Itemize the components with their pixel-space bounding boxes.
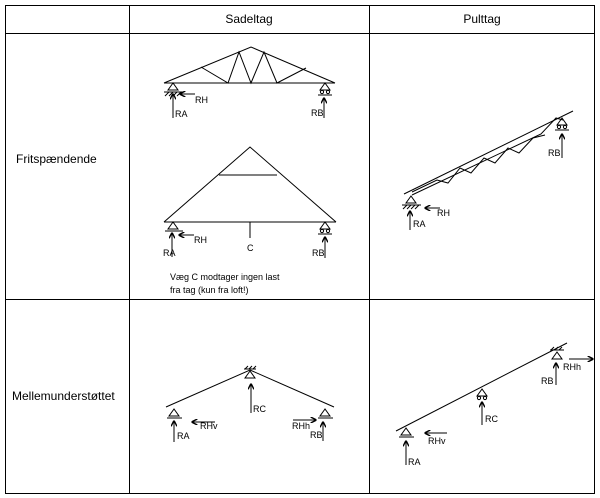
column-header-sadeltag: Sadeltag <box>225 12 272 26</box>
label-rhh-mono: RHh <box>563 362 581 372</box>
label-ra-mono: RA <box>413 219 426 229</box>
note-line-2: fra tag (kun fra loft!) <box>170 285 249 295</box>
label-ra-mono-supported: RA <box>408 457 421 467</box>
label-rh-bottom: RH <box>194 235 207 245</box>
row-header-mellemunderstottet: Mellemunderstøttet <box>12 389 115 403</box>
note-line-1: Væg C modtager ingen last <box>170 272 280 282</box>
monopitch-truss <box>404 111 573 195</box>
label-ra-top: RA <box>175 109 188 119</box>
label-ra-bottom: RA <box>163 248 176 258</box>
saddle-truss-top <box>164 47 335 83</box>
label-ra-saddle: RA <box>177 431 190 441</box>
label-rb-mono-supported: RB <box>541 376 554 386</box>
force-arrows-bottom <box>172 233 325 258</box>
support-rb-saddle <box>318 409 333 418</box>
label-rb-saddle: RB <box>310 430 323 440</box>
saddle-roof-bottom <box>164 147 336 238</box>
label-wall-c: C <box>247 243 254 253</box>
row-header-fritspaendende: Fritspændende <box>16 152 97 166</box>
label-rb-bottom: RB <box>312 248 325 258</box>
support-ra-mono <box>399 428 414 437</box>
roller-support-right-top <box>318 83 332 95</box>
pinned-support-left-mono <box>402 196 421 209</box>
force-arrows-mono-supported <box>406 359 593 465</box>
roller-support-right-bottom <box>318 222 332 234</box>
table-grid <box>6 6 595 494</box>
support-rb-mono <box>550 347 564 359</box>
monopitch-rafter-supported <box>396 343 567 431</box>
pinned-support-left-bottom <box>165 222 183 231</box>
label-rb-top: RB <box>311 108 324 118</box>
column-header-pulttag: Pulttag <box>463 12 500 26</box>
label-rc-mono: RC <box>485 414 498 424</box>
label-rc-saddle: RC <box>253 404 266 414</box>
label-rhv-mono: RHv <box>428 436 446 446</box>
label-rh-mono: RH <box>437 208 450 218</box>
support-rc-mono <box>477 389 487 400</box>
force-arrows-saddle-supported <box>174 384 323 442</box>
force-arrows-top <box>173 94 324 118</box>
label-rhh-saddle: RHh <box>292 421 310 431</box>
label-rb-mono: RB <box>548 148 561 158</box>
saddle-rafters-supported <box>166 370 334 407</box>
label-rhv-saddle: RHv <box>200 421 218 431</box>
label-rh-top: RH <box>195 95 208 105</box>
support-ra-saddle <box>167 409 182 418</box>
force-arrows-mono <box>410 134 562 230</box>
